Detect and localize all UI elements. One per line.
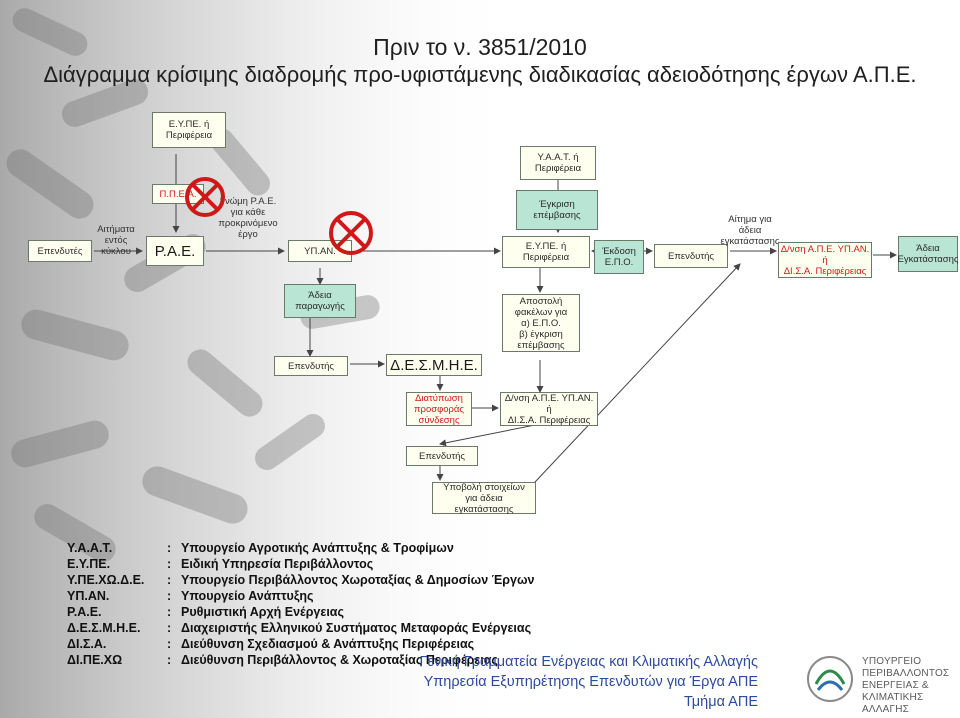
node-desmie: Δ.Ε.Σ.Μ.Η.Ε.: [386, 354, 482, 376]
abbreviation-legend: Υ.Α.Α.Τ.: Υπουργείο Αγροτικής Ανάπτυξης &…: [67, 540, 535, 668]
legend-row: Ε.Υ.ΠΕ.: Ειδική Υπηρεσία Περιβάλλοντος: [67, 556, 535, 572]
node-ypovoli: Υποβολή στοιχείων για άδεια εγκατάστασης: [432, 482, 536, 515]
ministry-logo-icon: [802, 644, 954, 714]
node-ependytis-right: Επενδυτής: [654, 244, 728, 268]
node-eype-top: Ε.Υ.ΠΕ. ή Περιφέρεια: [152, 112, 226, 148]
node-adeia-paragogis: Άδεια παραγωγής: [284, 284, 356, 318]
node-eype-mid: Ε.Υ.ΠΕ. ή Περιφέρεια: [502, 236, 590, 268]
label-aitimata: Αιτήματα εντός κύκλου: [97, 224, 135, 257]
legend-row: ΔΙ.Σ.Α.: Διεύθυνση Σχεδιασμού & Ανάπτυξης…: [67, 636, 535, 652]
cancelled-step-icon: [185, 177, 225, 217]
node-dnsi-mid: Δ/νση Α.Π.Ε. ΥΠ.ΑΝ. ή ΔΙ.Σ.Α. Περιφέρεια…: [500, 392, 598, 426]
footer-organization: Γενική Γραμματεία Ενέργειας και Κλιματικ…: [360, 652, 758, 712]
legend-abbr: Υ.Α.Α.Τ.: [67, 541, 113, 555]
node-yaat: Υ.Α.Α.Τ. ή Περιφέρεια: [520, 146, 596, 180]
node-diatyposi: Διατύπωση προσφοράς σύνδεσης: [406, 392, 472, 426]
legend-desc: Υπουργείο Περιβάλλοντος Χωροταξίας & Δημ…: [181, 573, 535, 587]
legend-row: Υ.Α.Α.Τ.: Υπουργείο Αγροτικής Ανάπτυξης &…: [67, 540, 535, 556]
legend-colon: :: [167, 573, 172, 587]
footer-line3: Τμήμα ΑΠΕ: [684, 694, 758, 710]
title-line2: Διάγραμμα κρίσιμης διαδρομής προ-υφιστάμ…: [43, 62, 917, 87]
label-gnomi-rae: Γνώμη Ρ.Α.Ε. για κάθε προκρινόμενο έργο: [218, 196, 278, 240]
node-ekdosi-epo: Έκδοση Ε.Π.Ο.: [594, 240, 644, 274]
legend-abbr: ΔΙ.Σ.Α.: [67, 637, 107, 651]
legend-colon: :: [167, 653, 172, 667]
legend-row: ΔΙ.ΠΕ.ΧΩ: Διεύθυνση Περιβάλλοντος & Χωροτ…: [67, 652, 535, 668]
title-line1: Πριν το ν. 3851/2010: [373, 34, 587, 60]
node-ependytis-low: Επενδυτής: [406, 446, 478, 466]
legend-row: Δ.Ε.Σ.Μ.Η.Ε.: Διαχειριστής Ελληνικού Συστ…: [67, 620, 535, 636]
legend-colon: :: [167, 621, 172, 635]
legend-colon: :: [167, 541, 172, 555]
legend-row: Ρ.Α.Ε.: Ρυθμιστική Αρχή Ενέργειας: [67, 604, 535, 620]
legend-row: ΥΠ.ΑΝ.: Υπουργείο Ανάπτυξης: [67, 588, 535, 604]
node-egkrisi-epemvasis: Έγκριση επέμβασης: [516, 190, 598, 230]
legend-abbr: Ρ.Α.Ε.: [67, 605, 102, 619]
legend-abbr: Υ.ΠΕ.ΧΩ.Δ.Ε.: [67, 573, 145, 587]
footer-line1: Γενική Γραμματεία Ενέργειας και Κλιματικ…: [419, 654, 758, 670]
legend-abbr: Ε.Υ.ΠΕ.: [67, 557, 111, 571]
legend-colon: :: [167, 557, 172, 571]
legend-desc: Διεύθυνση Σχεδιασμού & Ανάπτυξης Περιφέρ…: [181, 637, 475, 651]
node-rae: Ρ.Α.Ε.: [146, 236, 204, 266]
legend-desc: Διεύθυνση Περιβάλλοντος & Χωροταξίας Περ…: [181, 653, 498, 667]
node-ependytis-mid: Επενδυτής: [274, 356, 348, 376]
legend-colon: :: [167, 605, 172, 619]
legend-desc: Ρυθμιστική Αρχή Ενέργειας: [181, 605, 344, 619]
legend-abbr: ΥΠ.ΑΝ.: [67, 589, 110, 603]
cancelled-step-icon: [329, 211, 373, 255]
node-ependytes: Επενδυτές: [28, 240, 92, 262]
legend-desc: Ειδική Υπηρεσία Περιβάλλοντος: [181, 557, 374, 571]
legend-colon: :: [167, 589, 172, 603]
node-apostoli: Αποστολή φακέλων για α) Ε.Π.Ο. β) έγκρισ…: [502, 294, 580, 352]
node-adeia-egkatastasis: Άδεια Εγκατάστασης: [897, 236, 959, 272]
legend-desc: Υπουργείο Αγροτικής Ανάπτυξης & Τροφίμων: [181, 541, 454, 555]
legend-abbr: ΔΙ.ΠΕ.ΧΩ: [67, 653, 123, 667]
legend-abbr: Δ.Ε.Σ.Μ.Η.Ε.: [67, 621, 141, 635]
legend-row: Υ.ΠΕ.ΧΩ.Δ.Ε.: Υπουργείο Περιβάλλοντος Χωρ…: [67, 572, 535, 588]
legend-colon: :: [167, 637, 172, 651]
logo-text: ΥΠΟΥΡΓΕΙΟ ΠΕΡΙΒΑΛΛΟΝΤΟΣ ΕΝΕΡΓΕΙΑΣ & ΚΛΙΜ…: [862, 656, 950, 715]
legend-desc: Διαχειριστής Ελληνικού Συστήματος Μεταφο…: [181, 621, 532, 635]
label-aitima: Αίτημα για άδεια εγκατάστασης: [720, 214, 780, 247]
node-dnsi-right: Δ/νση Α.Π.Ε. ΥΠ.ΑΝ. ή ΔΙ.Σ.Α. Περιφέρεια…: [778, 242, 872, 278]
legend-desc: Υπουργείο Ανάπτυξης: [181, 589, 314, 603]
footer-line2: Υπηρεσία Εξυπηρέτησης Επενδυτών για Έργα…: [423, 674, 758, 690]
